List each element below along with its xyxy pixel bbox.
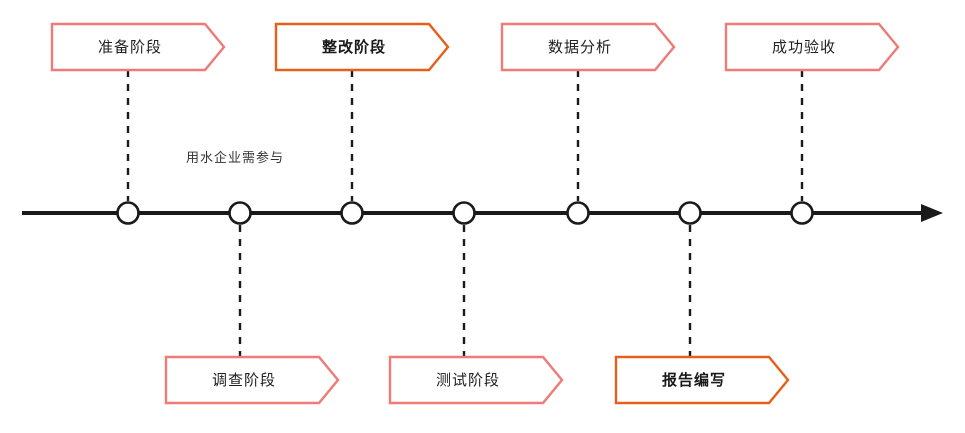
stage-label-bottom-1[interactable]: 测试阶段 bbox=[390, 357, 562, 403]
timeline-node-1[interactable] bbox=[116, 201, 140, 225]
stage-label-text: 成功验收 bbox=[771, 38, 836, 56]
timeline-node-4[interactable] bbox=[452, 201, 476, 225]
stage-label-text: 数据分析 bbox=[547, 38, 612, 56]
stage-label-text: 准备阶段 bbox=[97, 38, 162, 56]
stage-label-top-2[interactable]: 数据分析 bbox=[502, 24, 674, 70]
timeline-node-5[interactable] bbox=[566, 201, 590, 225]
timeline-nodes bbox=[116, 201, 814, 225]
stage-chevron-bottom-1[interactable] bbox=[388, 355, 564, 405]
timeline-node-2[interactable] bbox=[228, 201, 252, 225]
stage-label-text: 整改阶段 bbox=[321, 38, 386, 56]
stage-label-top-3[interactable]: 成功验收 bbox=[726, 24, 898, 70]
stage-label-text: 报告编写 bbox=[661, 371, 726, 389]
stage-chevron-bottom-2[interactable] bbox=[614, 355, 790, 405]
stage-label-top-1[interactable]: 整改阶段 bbox=[276, 24, 448, 70]
stage-label-text: 调查阶段 bbox=[211, 371, 276, 389]
timeline-node-3[interactable] bbox=[340, 201, 364, 225]
stage-label-top-0[interactable]: 准备阶段 bbox=[52, 24, 224, 70]
stage-chevron-top-1[interactable] bbox=[274, 22, 450, 72]
stage-chevron-shapes bbox=[50, 22, 900, 405]
stage-label-bottom-0[interactable]: 调查阶段 bbox=[166, 357, 338, 403]
stage-chevron-bottom-0[interactable] bbox=[164, 355, 340, 405]
timeline-node-7[interactable] bbox=[790, 201, 814, 225]
stage-chevron-top-3[interactable] bbox=[724, 22, 900, 72]
annotation-text-1: 用水企业需参与 bbox=[186, 150, 285, 165]
stage-label-text: 测试阶段 bbox=[435, 371, 500, 389]
axis-arrowhead-icon bbox=[921, 204, 943, 222]
stage-label-bottom-2[interactable]: 报告编写 bbox=[616, 357, 788, 403]
stage-chevron-top-0[interactable] bbox=[50, 22, 226, 72]
stage-chevron-top-2[interactable] bbox=[500, 22, 676, 72]
timeline-node-6[interactable] bbox=[678, 201, 702, 225]
